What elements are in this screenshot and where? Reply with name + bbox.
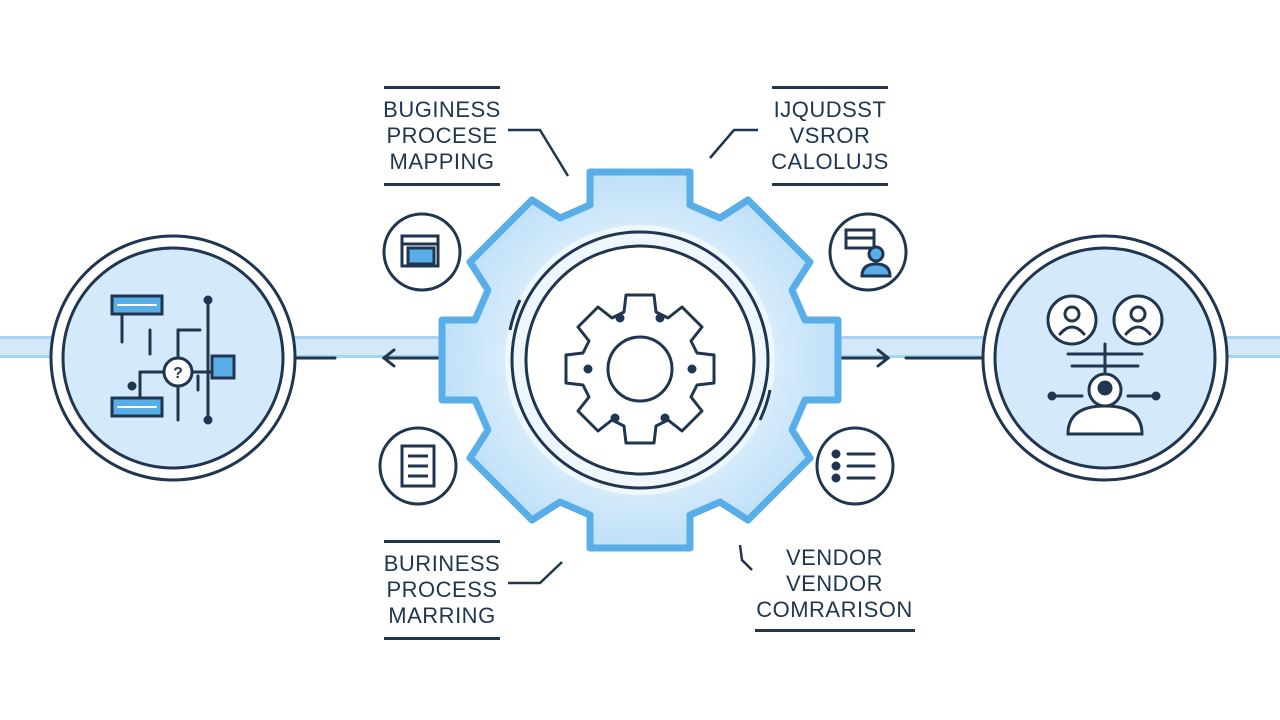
bottom-left-badge xyxy=(378,426,458,506)
label-top-right: IJQUDSST VSROR CALOLUJS xyxy=(760,86,900,186)
top-left-badge xyxy=(382,212,462,292)
process-flowchart-icon: ? xyxy=(110,294,236,425)
leader-lines xyxy=(508,128,758,585)
label-bottom-left-line-1: BURINESS xyxy=(383,551,501,576)
label-bottom-right-line-2: VENDOR xyxy=(785,571,884,596)
label-bottom-right: VENDOR VENDOR COMRARISON xyxy=(742,545,927,632)
label-bottom-left-line-3: MARRING xyxy=(388,603,496,628)
list-icon xyxy=(831,449,876,483)
top-right-badge xyxy=(828,212,908,292)
bottom-right-badge xyxy=(815,426,895,506)
label-bottom-right-line-1: VENDOR xyxy=(785,545,884,570)
label-top-left: BUGINESS PROCESE MAPPING xyxy=(372,86,512,186)
label-bottom-right-line-3: COMRARISON xyxy=(756,597,913,622)
label-bottom-left: BURINESS PROCESS MARRING xyxy=(372,540,512,640)
people-network-icon xyxy=(1046,294,1164,436)
central-gear xyxy=(438,168,842,552)
gear-icon xyxy=(564,293,716,445)
label-top-left-line-1: BUGINESS xyxy=(383,97,501,122)
document-checklist-icon xyxy=(400,444,436,488)
svg-text:?: ? xyxy=(173,365,183,382)
label-bottom-left-line-2: PROCESS xyxy=(386,577,498,602)
user-card-icon xyxy=(844,228,892,278)
label-top-right-line-3: CALOLUJS xyxy=(771,149,889,174)
folder-icon xyxy=(400,234,440,268)
label-top-right-line-2: VSROR xyxy=(789,123,871,148)
label-top-left-line-2: PROCESE xyxy=(386,123,498,148)
label-top-left-line-3: MAPPING xyxy=(389,149,495,174)
label-top-right-line-1: IJQUDSST xyxy=(773,97,887,122)
